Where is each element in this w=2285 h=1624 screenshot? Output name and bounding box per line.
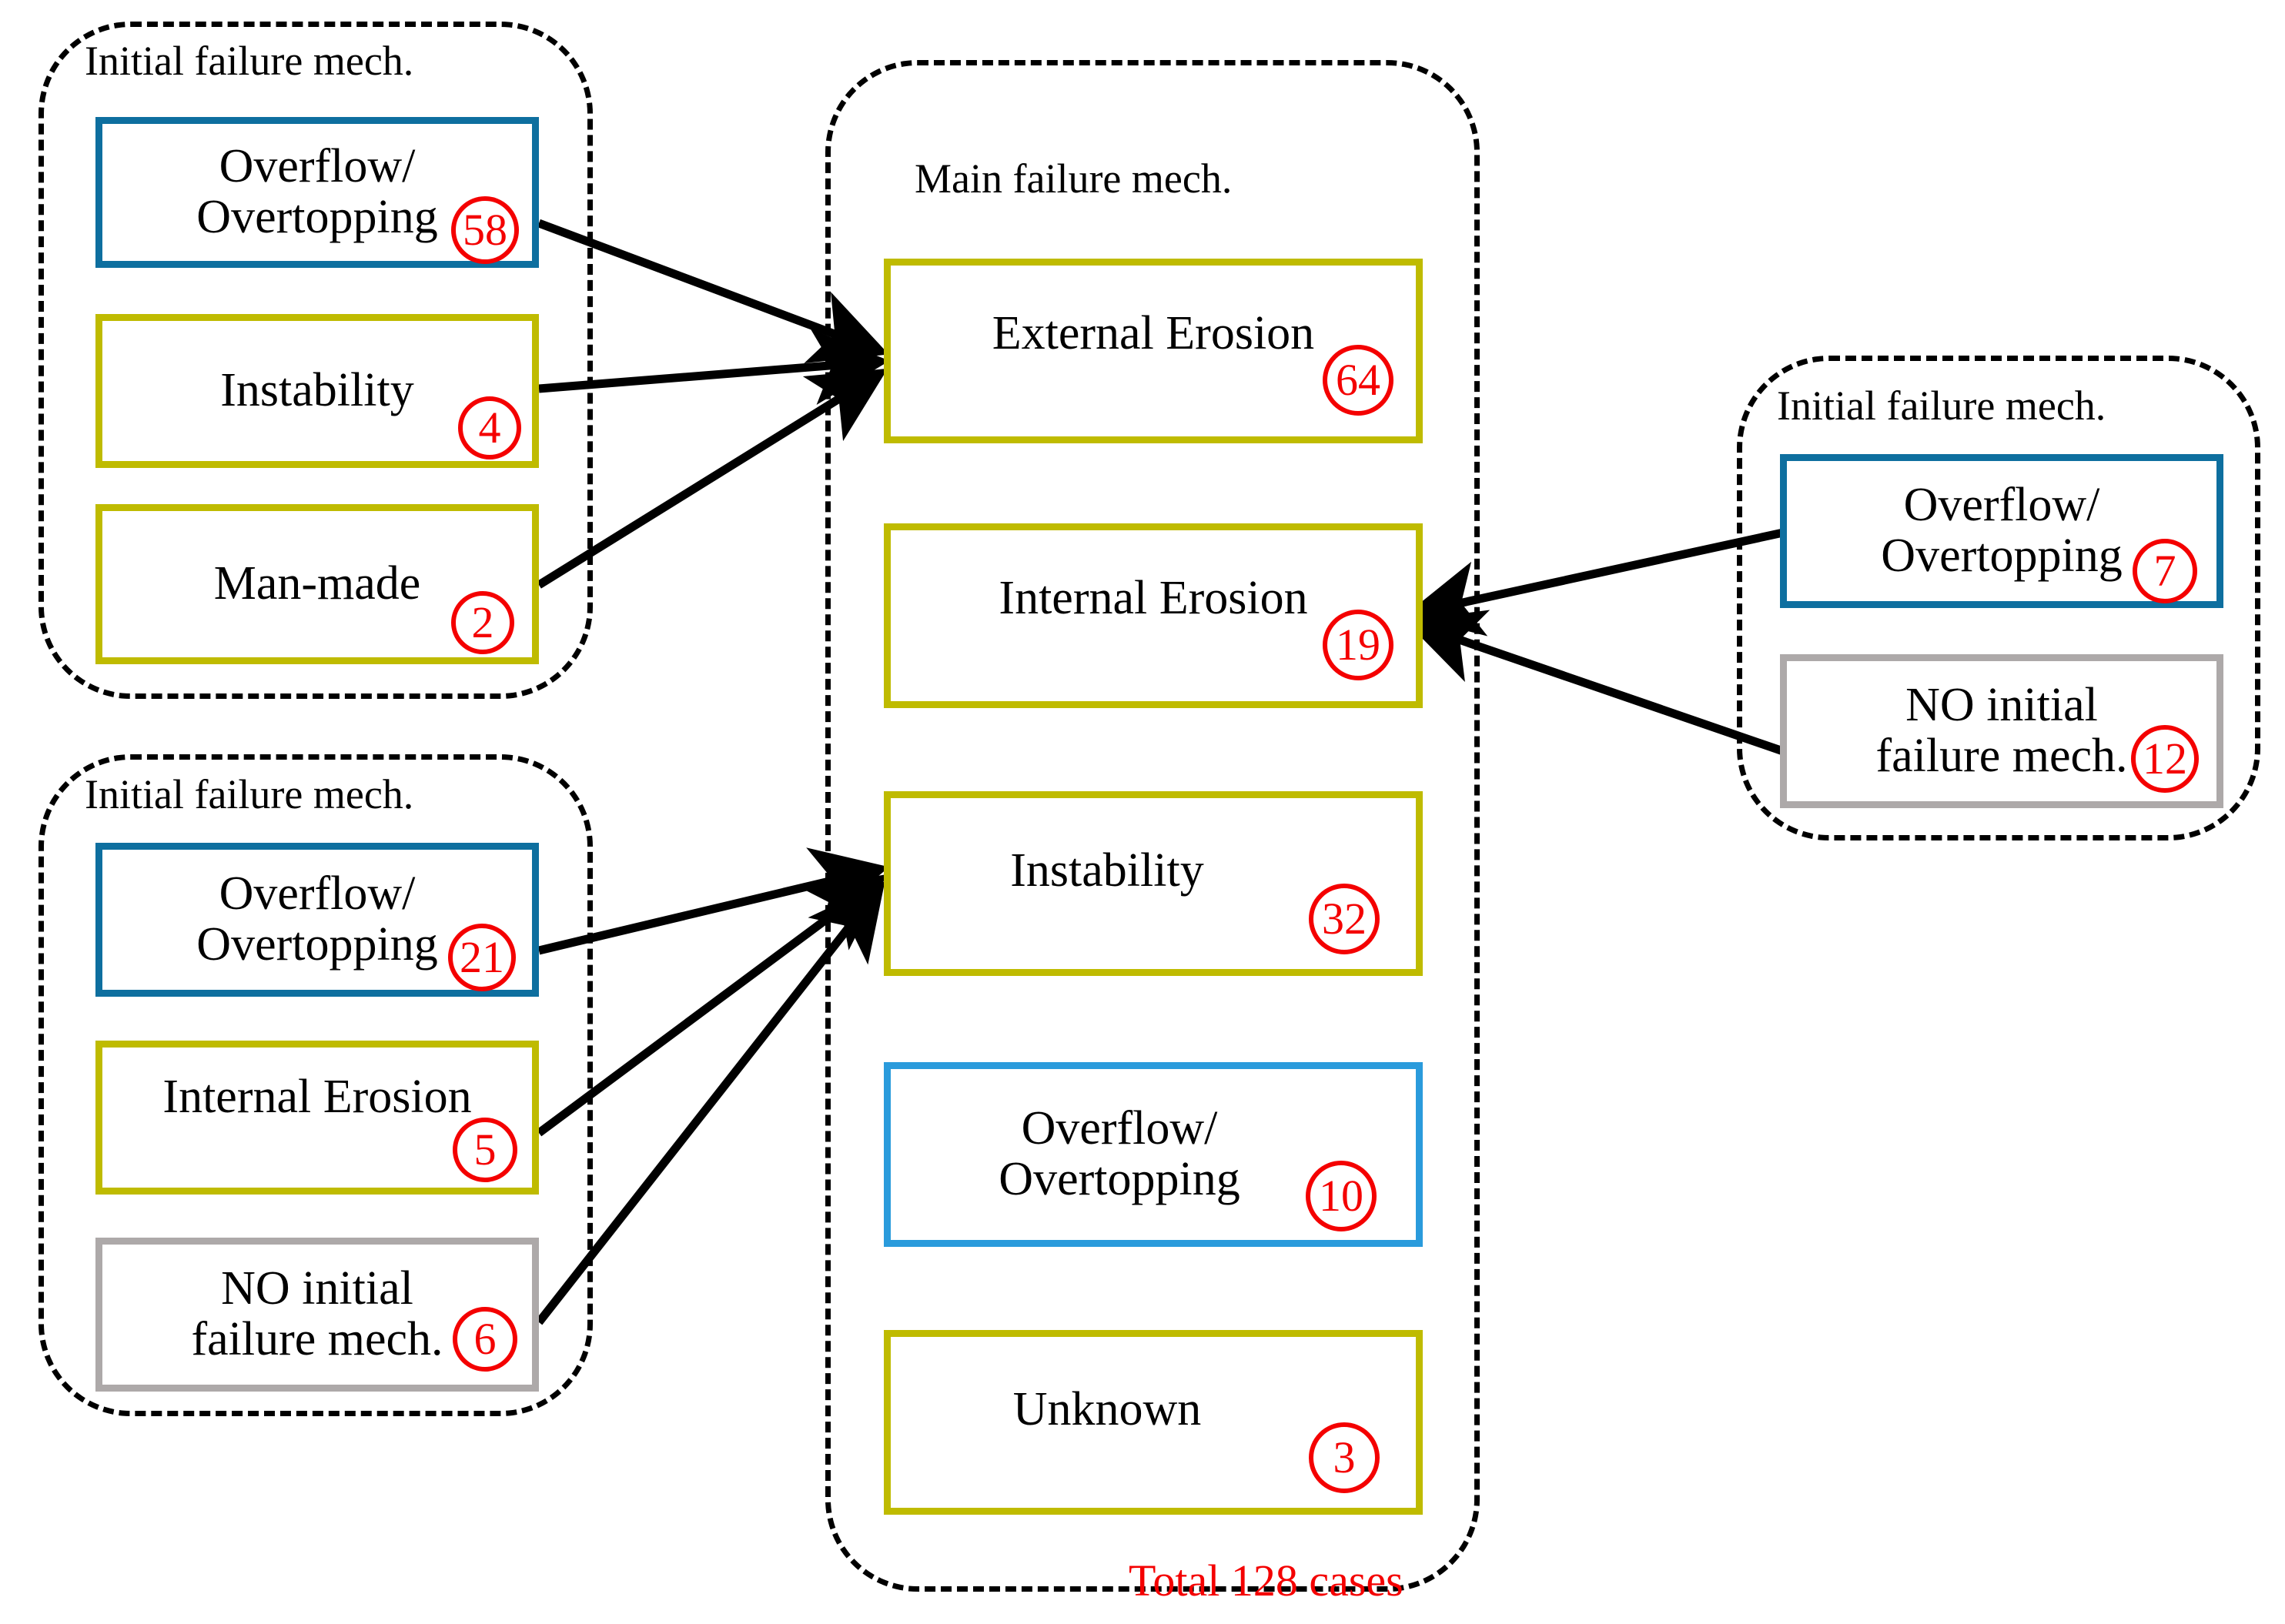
badge-count-5: 5 [453, 1118, 517, 1182]
box-label: NO initial failure mech. [191, 1262, 443, 1365]
group-title-bottom-left: Initial failure mech. [85, 771, 414, 817]
badge-count-21: 21 [448, 924, 516, 991]
badge-count-2: 2 [451, 591, 514, 654]
group-main-failure-mech [825, 60, 1480, 1592]
box-label: Internal Erosion [999, 572, 1308, 625]
box-initial-man-made-2[interactable]: Man-made [95, 504, 539, 664]
badge-count-64: 64 [1323, 345, 1393, 416]
group-title-center: Main failure mech. [915, 155, 1233, 202]
total-cases-label: Total 128 cases [1129, 1555, 1403, 1606]
box-label: Overflow/ Overtopping [196, 140, 438, 243]
box-label: NO initial failure mech. [1875, 679, 2128, 782]
group-title-top-left: Initial failure mech. [85, 38, 414, 84]
box-label: Internal Erosion [162, 1071, 472, 1124]
badge-count-4: 4 [458, 396, 521, 459]
group-title-right: Initial failure mech. [1777, 383, 2106, 429]
badge-count-32: 32 [1309, 884, 1380, 954]
box-label: External Erosion [992, 307, 1315, 360]
badge-count-3: 3 [1309, 1422, 1380, 1493]
group-initial-failure-mech-bottom-left [38, 754, 593, 1416]
box-main-internal-erosion-19[interactable]: Internal Erosion [884, 523, 1423, 708]
group-initial-failure-mech-right [1737, 356, 2260, 840]
badge-count-12: 12 [2131, 725, 2199, 793]
group-initial-failure-mech-top-left [38, 22, 593, 699]
badge-count-10: 10 [1306, 1161, 1377, 1231]
box-label: Unknown [1012, 1383, 1202, 1436]
box-main-external-erosion-64[interactable]: External Erosion [884, 259, 1423, 443]
badge-count-7: 7 [2133, 539, 2197, 603]
badge-count-6: 6 [453, 1307, 517, 1372]
badge-count-19: 19 [1323, 610, 1393, 680]
box-initial-instability-4[interactable]: Instability [95, 314, 539, 468]
box-label: Instability [220, 364, 414, 417]
badge-count-58: 58 [451, 196, 519, 264]
box-label: Overflow/ Overtopping [999, 1102, 1240, 1205]
box-initial-internal-erosion-5[interactable]: Internal Erosion [95, 1041, 539, 1195]
box-label: Instability [1010, 844, 1204, 897]
box-initial-overflow-overtopping-21[interactable]: Overflow/ Overtopping [95, 843, 539, 997]
box-label: Overflow/ Overtopping [196, 867, 438, 971]
box-label: Overflow/ Overtopping [1881, 479, 2123, 582]
box-label: Man-made [213, 557, 421, 610]
box-initial-no-initial-failure-mech-6[interactable]: NO initial failure mech. [95, 1238, 539, 1392]
